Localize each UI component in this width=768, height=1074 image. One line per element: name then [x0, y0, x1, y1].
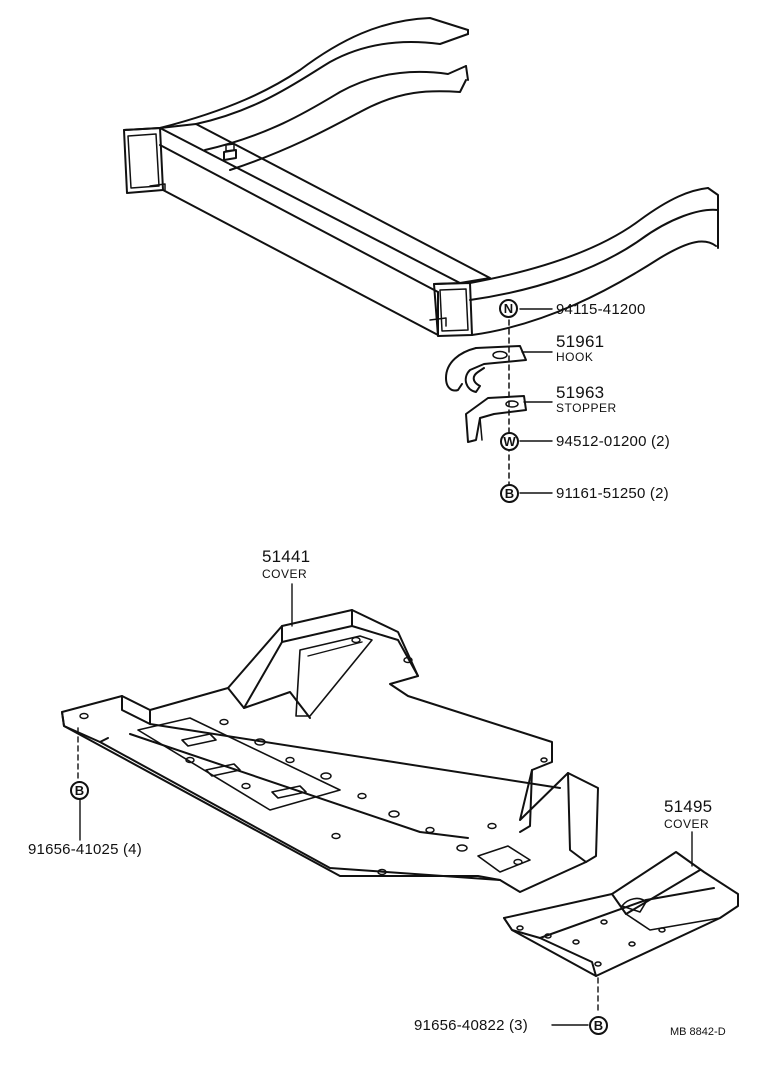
rear-cover-plate	[503, 851, 739, 977]
diagram-code: MB 8842-D	[670, 1026, 726, 1038]
bolt-left-symbol: B	[70, 781, 89, 800]
bolt-left-part-number: 91656-41025 (4)	[28, 841, 142, 858]
washer-part-number: 94512-01200 (2)	[556, 433, 670, 450]
bolt-lower-symbol: B	[589, 1016, 608, 1035]
rear-cover-part-name: COVER	[664, 817, 710, 831]
stopper-part-name: STOPPER	[556, 401, 617, 415]
leader-lines	[77, 308, 693, 1026]
bolt-upper-part-number: 91161-51250 (2)	[556, 485, 669, 502]
bolt-lower-part-number: 91656-40822 (3)	[414, 1017, 528, 1034]
washer-symbol: W	[500, 432, 519, 451]
rear-cover-part-number: 51495	[664, 797, 713, 816]
bolt-upper-symbol: B	[500, 484, 519, 503]
nut-part-number: 94115-41200	[556, 301, 646, 318]
hook-assembly	[445, 319, 527, 485]
stopper-part-number: 51963	[556, 383, 605, 402]
main-cover-plate	[61, 609, 599, 893]
hook-part-name: HOOK	[556, 350, 594, 364]
main-cover-part-name: COVER	[262, 567, 308, 581]
hook-part	[464, 345, 527, 393]
frame-crossmember	[123, 17, 719, 337]
hook-part-number: 51961	[556, 332, 605, 351]
nut-symbol: N	[499, 299, 518, 318]
main-cover-part-number: 51441	[262, 547, 311, 566]
